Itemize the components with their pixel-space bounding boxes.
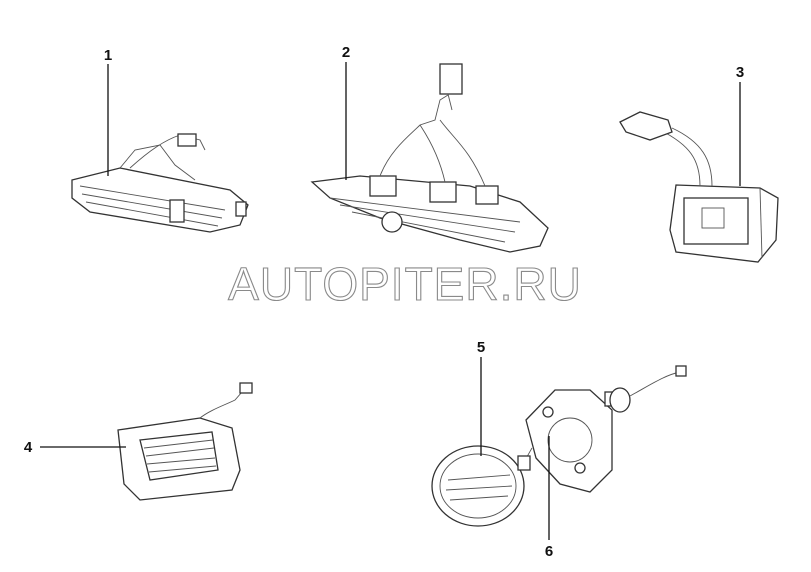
callout-label: 6: [545, 543, 553, 560]
callout-6: 6: [545, 436, 553, 560]
callout-label: 3: [736, 64, 744, 81]
callout-label: 2: [342, 44, 350, 61]
watermark: AUTOPITER.RU: [228, 258, 582, 310]
callout-5: 5: [477, 339, 485, 456]
callout-label: 5: [477, 339, 485, 356]
callout-1: 1: [104, 47, 112, 176]
callout-4: 4: [24, 439, 126, 456]
part-6-socket: [525, 365, 687, 493]
part-5-fog-lamp: [431, 445, 533, 527]
callout-label: 4: [24, 439, 33, 456]
part-1-lamp: [71, 133, 249, 233]
part-3-lamp: [619, 111, 779, 263]
part-4-lamp: [117, 382, 253, 501]
callout-3: 3: [736, 64, 744, 186]
part-2-lamp: [310, 63, 549, 253]
callout-2: 2: [342, 44, 350, 180]
callout-label: 1: [104, 47, 112, 64]
